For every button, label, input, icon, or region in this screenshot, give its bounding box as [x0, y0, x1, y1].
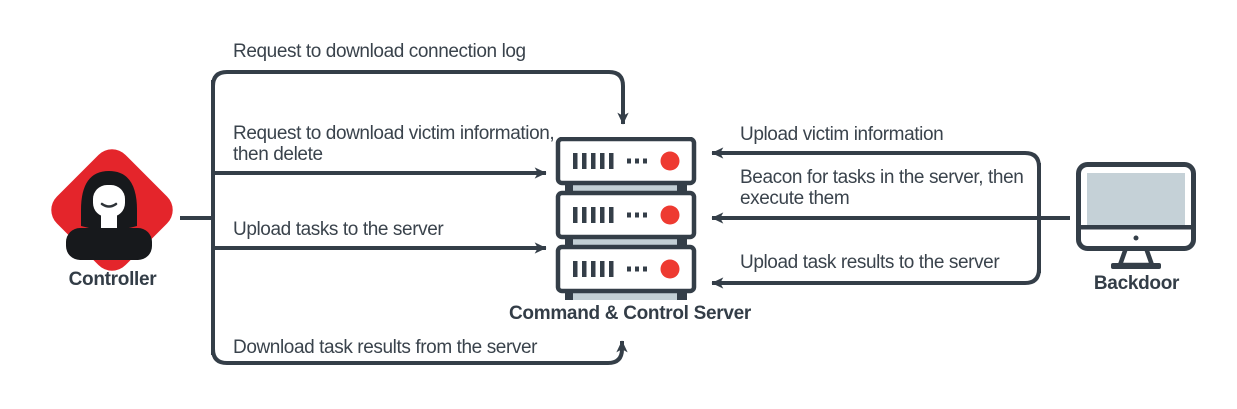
smile-shape — [100, 202, 118, 208]
flow-label-request-connection-log: Request to download connection log — [233, 41, 526, 62]
face-shape — [93, 185, 125, 217]
server-label: Command & Control Server — [509, 303, 751, 324]
flow-label-upload-task-results: Upload task results to the server — [740, 252, 1000, 273]
status-led — [660, 205, 680, 225]
arrow-upload-victim-info — [711, 147, 1041, 168]
monitor-icon — [1076, 162, 1196, 269]
server-unit — [555, 190, 697, 240]
server-connector-strips — [565, 184, 687, 300]
flow-label-beacon-for-tasks: Beacon for tasks in the server, then exe… — [740, 167, 1024, 209]
status-led — [660, 151, 680, 171]
body-shape — [66, 228, 152, 260]
flow-label-request-victim-info: Request to download victim information, … — [233, 123, 555, 165]
server-unit — [555, 137, 697, 186]
flow-label-upload-victim-info: Upload victim information — [740, 124, 944, 145]
flow-label-upload-tasks: Upload tasks to the server — [233, 219, 444, 240]
server-unit — [555, 244, 697, 294]
controller-label: Controller — [68, 269, 157, 290]
hacker-icon — [51, 149, 173, 271]
monitor-camera-dot — [1133, 235, 1139, 241]
server-icon — [555, 137, 697, 300]
status-led — [660, 259, 680, 279]
arrow-upload-task-results — [711, 268, 1041, 289]
flow-label-download-task-results: Download task results from the server — [233, 337, 538, 358]
backdoor-label: Backdoor — [1093, 273, 1180, 294]
arrow-download-task-results — [211, 340, 628, 365]
arrow-request-connection-log — [211, 70, 629, 125]
monitor-screen — [1087, 173, 1185, 225]
monitor-divider — [1079, 225, 1193, 230]
